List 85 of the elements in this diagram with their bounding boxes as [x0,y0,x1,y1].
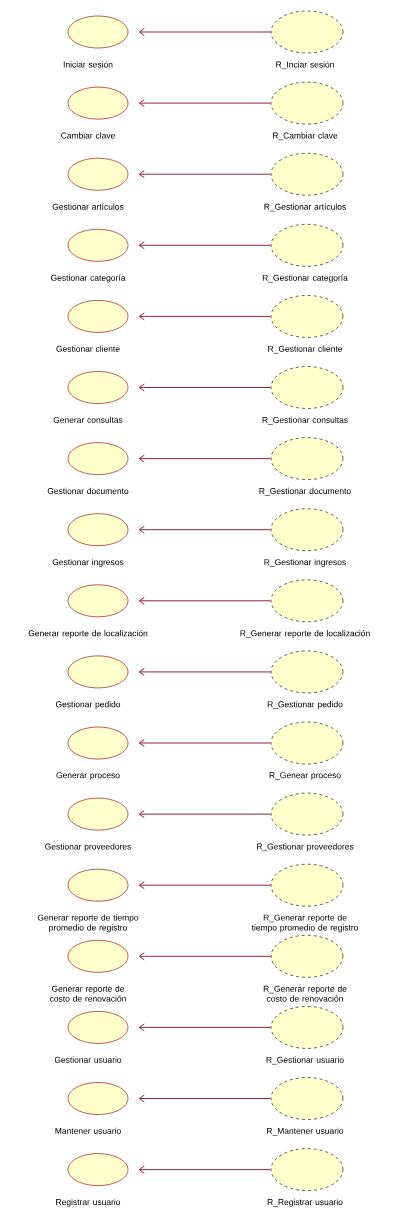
node-label: R_Gestionar consultas [262,416,348,425]
use-case: Iniciar sesión [63,15,129,68]
use-case: Generar consultas [53,371,129,423]
node-label: R_Genear proceso [269,772,341,780]
node-label: R_Cambiar clave [272,132,338,141]
use-case: Generar reporte de costo de renovación [50,939,129,1002]
node-label: Gestionar usuario [54,1056,122,1063]
node-label: Registrar usuario [56,1198,121,1207]
arrow [138,739,272,747]
node-label: R_Gestionar usuario [266,1056,344,1065]
arrow [138,241,272,250]
arrow [138,1165,272,1174]
arrow [138,881,272,890]
arrow [138,525,272,534]
arrow [138,1094,272,1103]
node-label: Generar proceso [56,772,120,780]
use-case: Gestionar artículos [52,157,129,210]
use-case: R_Gestionar categoría [262,223,348,283]
node-label: Gestionar categoría [51,274,126,283]
arrow [138,383,272,392]
use-case: Gestionar usuario [54,1011,129,1063]
use-case: R_Gestionar ingresos [264,508,346,567]
use-case: R_Generar reporte de costo de renovación [263,934,347,1002]
node-label: Gestionar cliente [56,345,120,352]
use-case: R_Genear proceso [269,721,344,780]
use-case: Gestionar documento [47,442,129,494]
node-label: R_Mantener usuario [267,1127,344,1136]
arrow [138,667,272,676]
use-case: R_Registrar usuario [267,1148,344,1207]
use-case: Generar proceso [56,726,129,780]
node-label: Gestionar ingresos [52,558,124,567]
use-case: Gestionar cliente [56,300,129,352]
arrow [138,1023,272,1032]
use-case: Mantener usuario [55,1082,129,1134]
node-label: R_Gestionar ingresos [264,558,346,567]
use-case: R_Gestionar artículos [264,152,346,212]
arrow [138,596,272,605]
node-label: Gestionar artículos [52,203,124,210]
node-label: R_Generar reporte de costo de renovación [263,985,347,1002]
node-label: R_Gestionar artículos [264,203,346,212]
use-case: R_Gestionar documento [259,437,351,496]
use-case: R_Gestionar cliente [268,295,344,354]
node-label: R_Gestionar categoría [262,274,348,283]
node-label: R_Generar reporte de localización [240,630,370,638]
use-case: R_Gestionar pedido [267,650,344,709]
node-label: R_Gestionar documento [259,487,351,496]
arrow [138,952,272,961]
use-case: R_Inciar sesión [270,10,344,70]
arrow [138,99,272,108]
node-label: R_Registrar usuario [267,1198,343,1207]
use-case: R_Gestionar proveedores [256,792,354,852]
node-label: Gestionar documento [47,487,129,495]
node-label: R_Inciar sesión [276,61,334,70]
node-label: Cambiar clave [61,132,115,139]
use-case: Generar reporte de tiempo promedio de registro [37,868,139,933]
use-case: Registrar usuario [56,1153,129,1207]
node-label: Gestionar proveedores [45,843,131,852]
use-case: Generar reporte de localización [28,584,148,638]
node-label: Generar reporte de tiempo promedio de registro [37,914,139,933]
node-label: Gestionar pedido [55,701,121,709]
use-case: R_Generar reporte de tiempo promedio de registro [251,863,359,933]
node-label: Generar reporte de costo de renovación [49,985,126,1002]
node-label: Mantener usuario [55,1127,121,1134]
use-case: Gestionar ingresos [52,513,129,567]
node-label: R_Generar reporte de tiempo promedio de registro [251,914,359,933]
use-case: Gestionar categoría [51,228,129,283]
use-case: R_Gestionar consultas [262,366,348,425]
use-case: Cambiar clave [61,86,129,139]
node-label: Iniciar sesión [63,61,113,68]
use-case: R_Cambiar clave [270,81,344,141]
arrow [138,312,272,321]
use-case: R_Gestionar usuario [266,1006,344,1065]
node-label: R_Gestionar cliente [268,345,343,354]
node-label: R_Gestionar proveedores [256,843,354,852]
arrow [138,28,272,36]
use-case: Gestionar proveedores [45,797,131,852]
node-label: R_Gestionar pedido [267,701,343,709]
node-label: Generar reporte de localización [28,630,148,638]
use-case: R_Mantener usuario [267,1077,344,1136]
arrow [138,170,272,179]
use-case: Gestionar pedido [55,655,129,709]
arrow [138,810,272,819]
node-label: Generar consultas [53,416,123,423]
arrow [138,454,272,463]
use-case: R_Generar reporte de localización [240,579,370,638]
